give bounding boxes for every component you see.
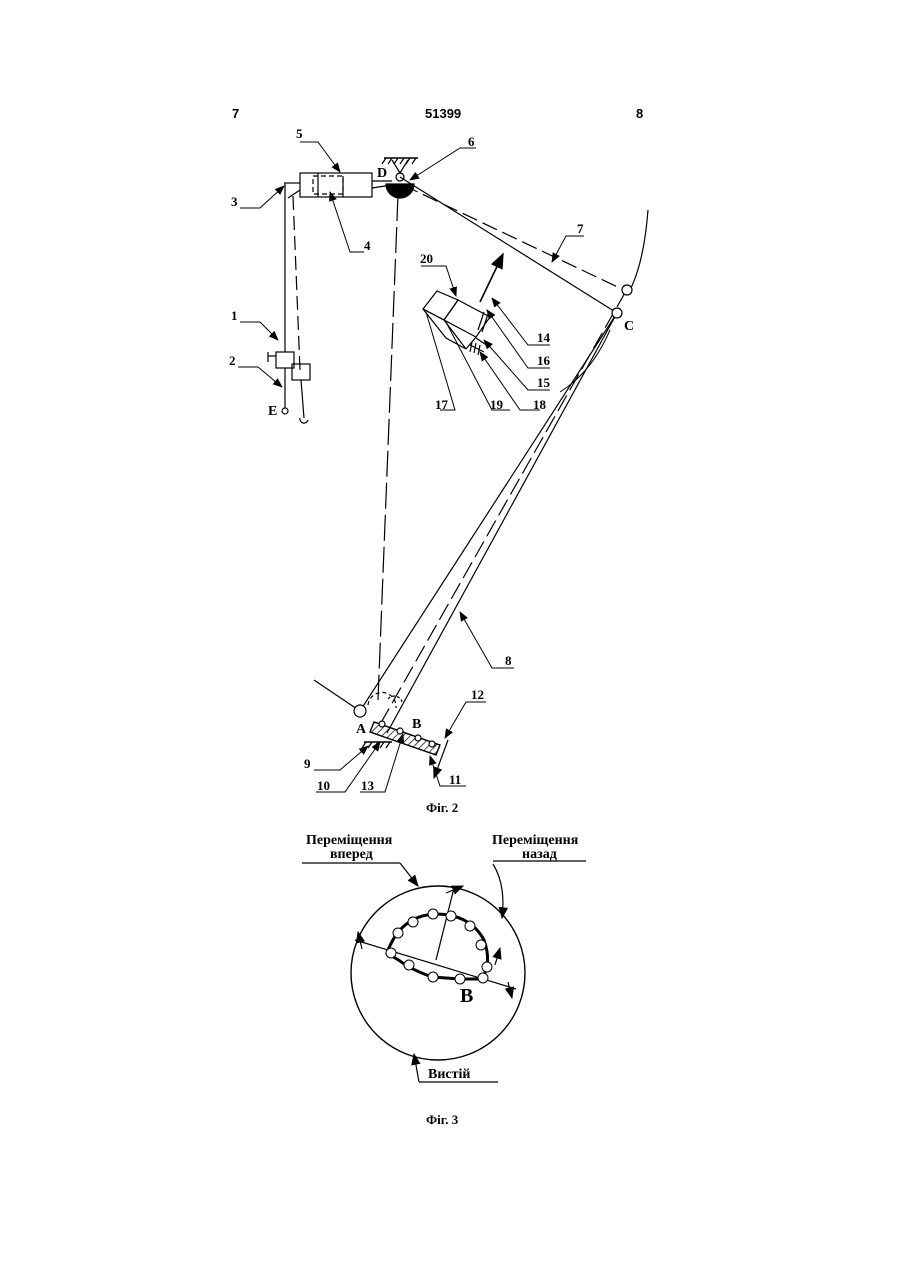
point-b-label: B (412, 717, 421, 732)
part-label-4: 4 (364, 238, 371, 253)
point-e-label: E (268, 404, 277, 419)
bottom-mechanism (354, 692, 448, 778)
part-label-15: 15 (537, 375, 551, 390)
part-label-18: 18 (533, 397, 547, 412)
leader-lines (238, 142, 610, 792)
point-c-label: C (624, 319, 634, 334)
part-label-13: 13 (361, 778, 375, 793)
trajectory-c (630, 210, 648, 290)
part-label-6: 6 (468, 134, 475, 149)
part-label-14: 14 (537, 330, 551, 345)
fig2-diagram (238, 142, 648, 792)
link-7-alt-position (403, 185, 626, 291)
part-label-17: 17 (435, 397, 449, 412)
link-8-alt-position (378, 291, 626, 728)
page-number-right: 8 (636, 106, 643, 121)
part-label-8: 8 (505, 653, 512, 668)
sensor-block-20 (423, 254, 503, 355)
fig3-diagram (302, 861, 586, 1082)
part-label-1: 1 (231, 308, 238, 323)
forward-label-line1: Переміщення (306, 833, 393, 848)
part-label-20: 20 (420, 251, 433, 266)
point-d-label: D (377, 166, 387, 181)
fig3-caption: Фіг. 3 (426, 1112, 459, 1127)
part-label-3: 3 (231, 194, 238, 209)
part-label-9: 9 (304, 756, 311, 771)
point-a-label: A (356, 722, 367, 737)
fig2-caption: Фіг. 2 (426, 800, 458, 815)
backward-label-line1: Переміщення (492, 833, 579, 848)
dwell-label: Вистій (428, 1067, 470, 1082)
backward-label-line2: назад (522, 847, 557, 862)
part-label-2: 2 (229, 353, 236, 368)
link-d-dashed (378, 195, 398, 700)
link-8 (360, 313, 617, 711)
part-label-19: 19 (490, 397, 504, 412)
rod-3-alt-position (293, 196, 300, 370)
part-label-12: 12 (471, 687, 484, 702)
link-7 (400, 177, 617, 313)
part-label-5: 5 (296, 126, 303, 141)
part-label-7: 7 (577, 221, 584, 236)
joint-c-alt (622, 285, 632, 295)
cam-radius (436, 888, 454, 960)
forward-label-line2: вперед (330, 847, 373, 862)
link-8-edge (387, 313, 617, 733)
valve-2 (292, 364, 310, 423)
patent-number: 51399 (425, 106, 461, 121)
fig3-point-b-label: B (460, 985, 473, 1007)
part-label-10: 10 (317, 778, 330, 793)
link-input (314, 680, 360, 711)
joint-c (612, 308, 622, 318)
part-label-16: 16 (537, 353, 551, 368)
page-number-left: 7 (232, 106, 239, 121)
fig3-labels: Переміщення вперед Переміщення назад Вис… (306, 833, 579, 1082)
part-label-11: 11 (449, 772, 461, 787)
cylinder-5 (284, 173, 392, 198)
